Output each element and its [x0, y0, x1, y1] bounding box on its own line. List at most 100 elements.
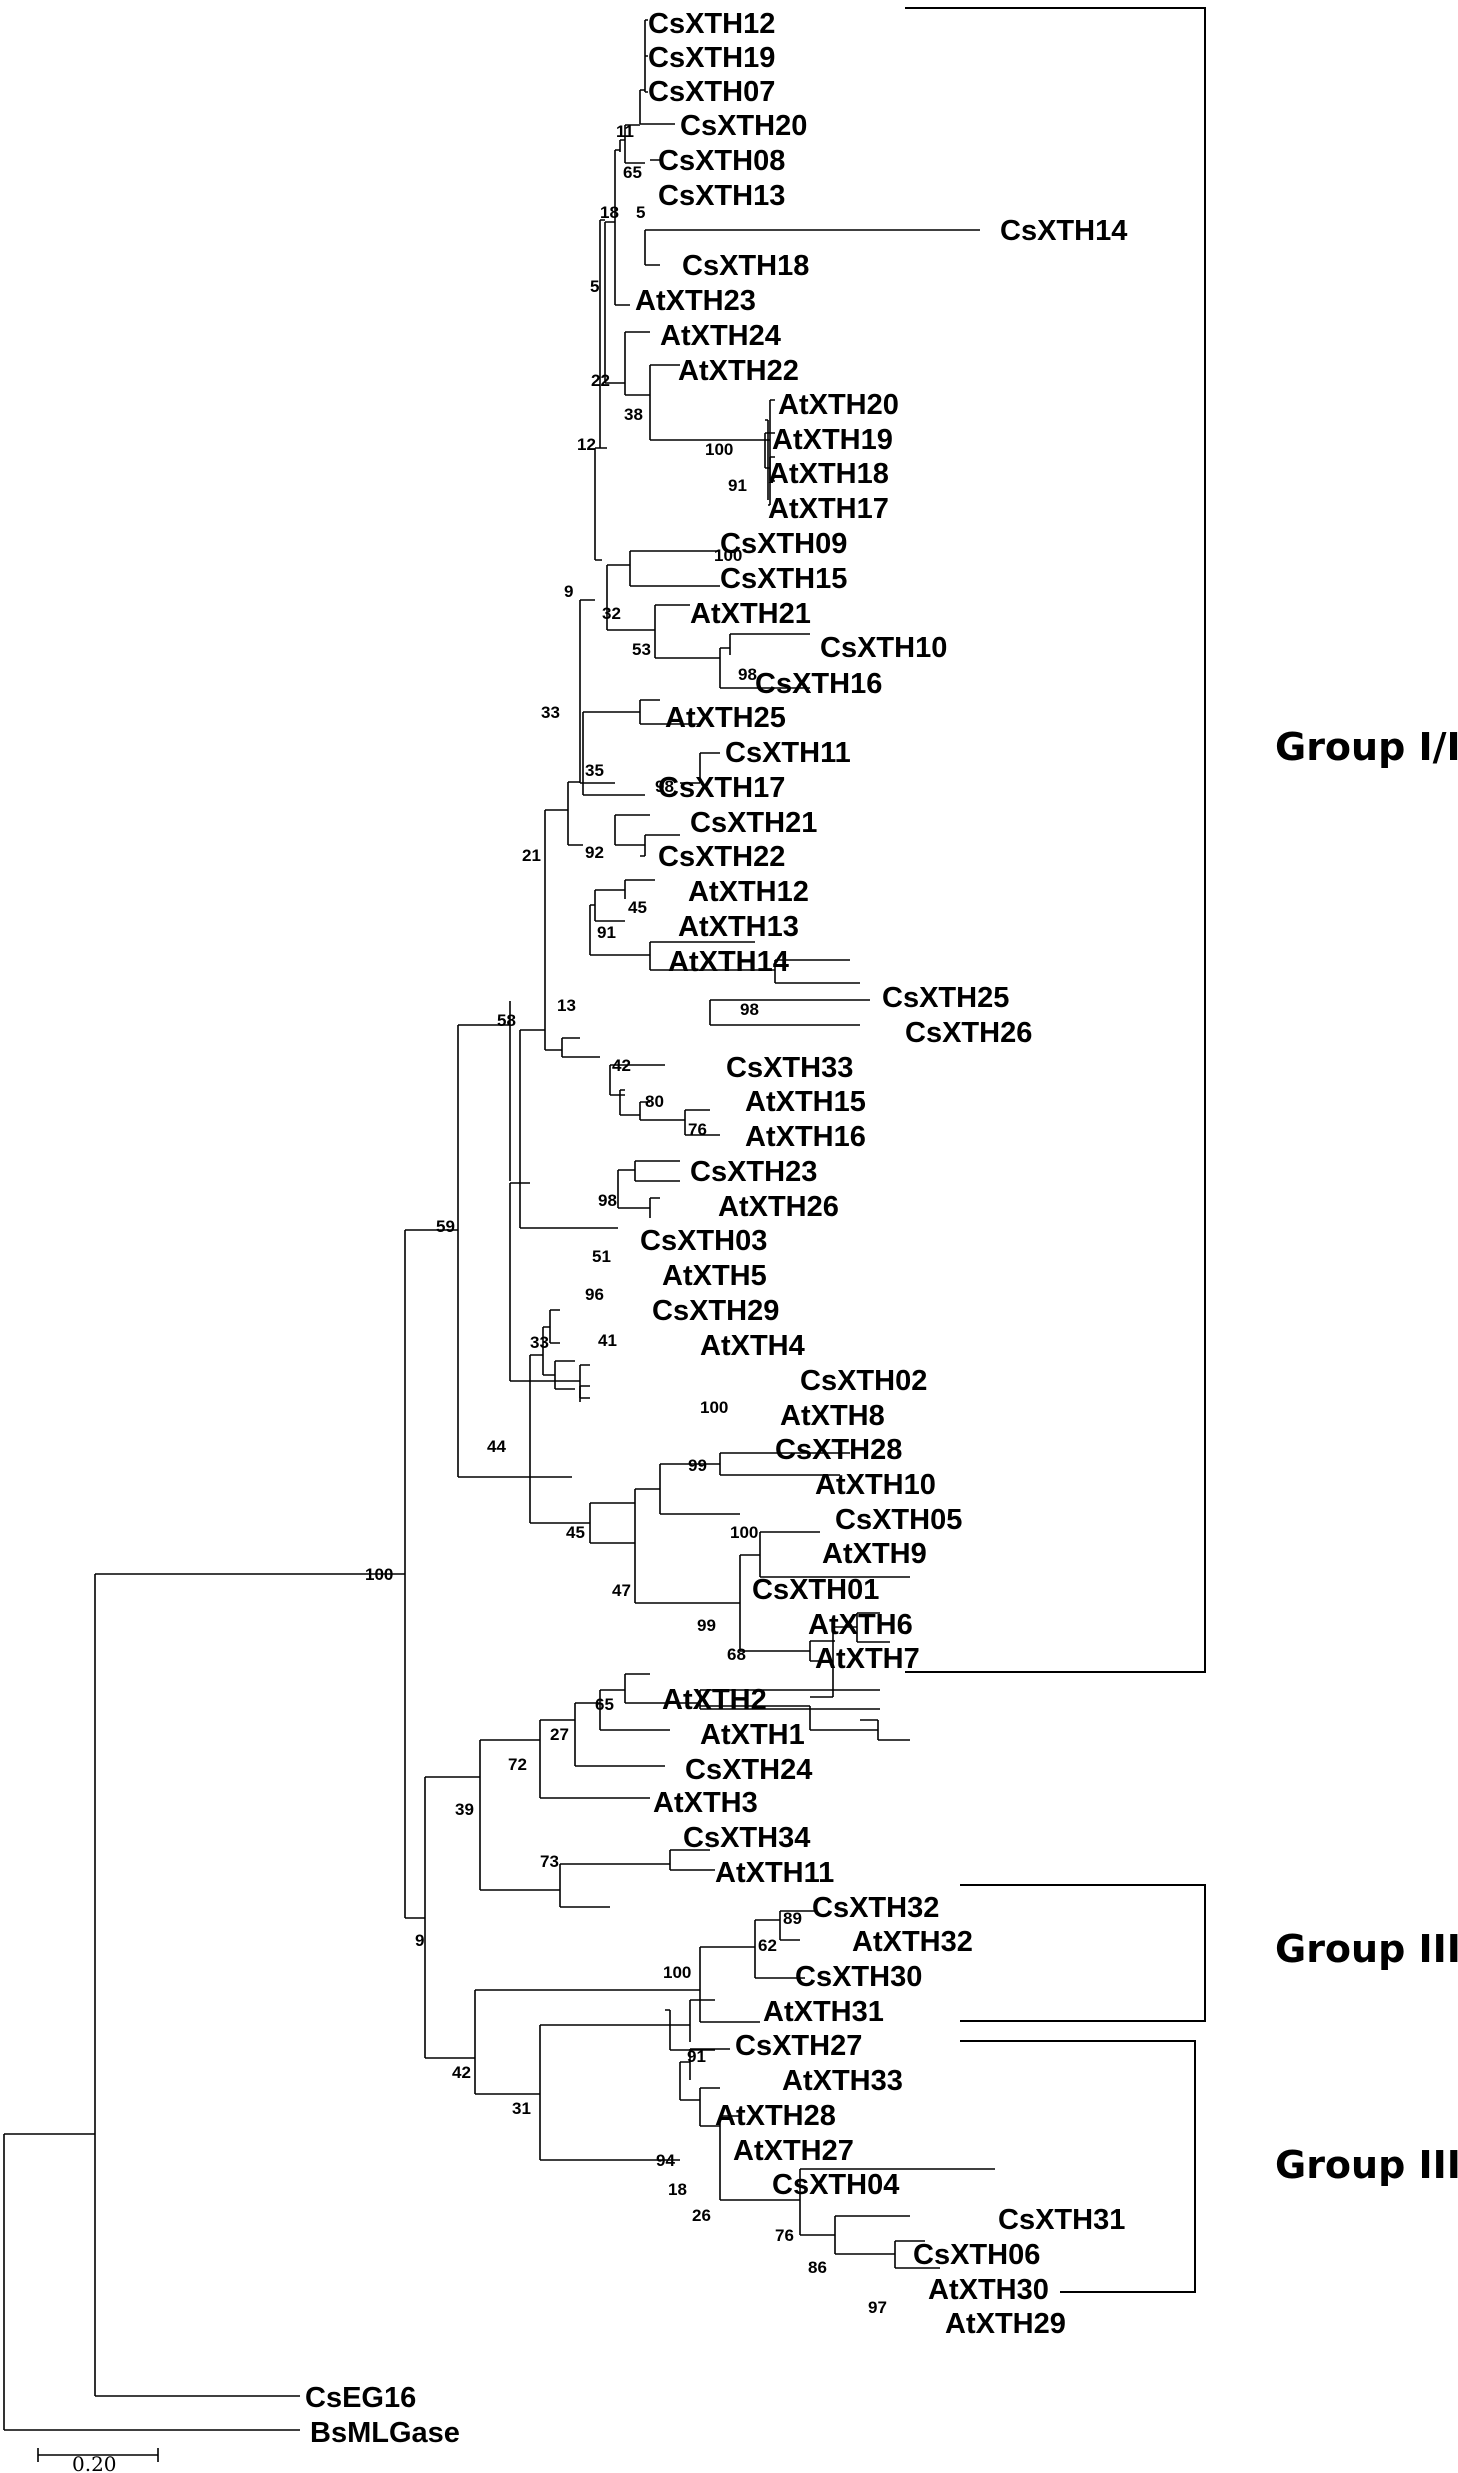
bootstrap-value: 51: [592, 1247, 611, 1266]
bootstrap-value: 45: [628, 898, 647, 917]
bootstrap-value: 18: [600, 203, 619, 222]
bootstrap-value: 13: [557, 996, 576, 1015]
bootstrap-value: 11: [616, 122, 634, 141]
bootstrap-value: 39: [455, 1800, 474, 1819]
bootstrap-value: 76: [688, 1120, 707, 1139]
leaf-label: CsXTH11: [725, 737, 851, 769]
leaf-label: AtXTH33: [782, 2065, 903, 2097]
leaf-label: AtXTH23: [635, 285, 756, 317]
leaf-label: AtXTH25: [665, 702, 786, 734]
leaf-label: CsXTH25: [882, 982, 1009, 1014]
bootstrap-value: 9: [415, 1931, 424, 1950]
leaf-label: CsXTH10: [820, 632, 947, 664]
leaf-label: AtXTH32: [852, 1926, 973, 1958]
leaf-label: CsXTH27: [735, 2030, 862, 2062]
leaf-label: CsXTH29: [652, 1295, 779, 1327]
bootstrap-value: 53: [632, 640, 651, 659]
leaf-label: CsXTH15: [720, 563, 847, 595]
leaf-label: CsXTH26: [905, 1017, 1032, 1049]
bootstrap-value: 12: [577, 435, 596, 454]
leaf-label: CsXTH34: [683, 1822, 810, 1854]
leaf-label: AtXTH28: [715, 2100, 836, 2132]
leaf-label: CsXTH17: [658, 772, 785, 804]
bootstrap-value: 86: [808, 2258, 827, 2277]
bootstrap-value: 98: [740, 1000, 759, 1019]
bootstrap-value: 92: [585, 843, 604, 862]
leaf-label: AtXTH7: [815, 1643, 920, 1675]
bootstrap-value: 80: [645, 1092, 664, 1111]
leaf-label: BsMLGase: [310, 2417, 460, 2449]
leaf-label: CsXTH16: [755, 668, 882, 700]
tree-branches: [3, 19, 995, 2431]
leaf-label: CsXTH23: [690, 1156, 817, 1188]
leaf-labels: CsXTH12 CsXTH19 CsXTH07 CsXTH20 CsXTH08 …: [305, 8, 1127, 2449]
bootstrap-value: 59: [436, 1217, 455, 1236]
leaf-label: CsXTH12: [648, 8, 775, 40]
leaf-label: CsXTH08: [658, 145, 785, 177]
bootstrap-value: 96: [585, 1285, 604, 1304]
bootstrap-value: 100: [705, 440, 733, 459]
bootstrap-value: 31: [512, 2099, 531, 2118]
bootstrap-value: 27: [550, 1725, 569, 1744]
bootstrap-value: 89: [783, 1909, 802, 1928]
leaf-label: CsXTH22: [658, 841, 785, 873]
group-label-IIIA: Group IIIA: [1275, 1927, 1458, 1971]
leaf-label: CsXTH09: [720, 528, 847, 560]
bootstrap-value: 98: [738, 665, 757, 684]
bootstrap-value: 99: [697, 1616, 716, 1635]
group-label-IIIB: Group IIIB: [1275, 2143, 1458, 2187]
leaf-label: AtXTH3: [653, 1787, 758, 1819]
leaf-label: AtXTH9: [822, 1538, 927, 1570]
leaf-label: CsXTH30: [795, 1961, 922, 1993]
bootstrap-value: 100: [663, 1963, 691, 1982]
bootstrap-value: 76: [775, 2226, 794, 2245]
bootstrap-value: 72: [508, 1755, 527, 1774]
leaf-label: AtXTH16: [745, 1121, 866, 1153]
leaf-label: CsXTH18: [682, 250, 809, 282]
bootstrap-value: 58: [497, 1011, 516, 1030]
leaf-label: CsXTH02: [800, 1365, 927, 1397]
bootstrap-value: 73: [540, 1852, 559, 1871]
bootstrap-value: 99: [688, 1456, 707, 1475]
bootstrap-value: 21: [522, 846, 541, 865]
bootstrap-value: 42: [452, 2063, 471, 2082]
scale-bar-label: 0.20: [72, 2452, 117, 2473]
leaf-label: CsXTH19: [648, 42, 775, 74]
leaf-label: CsXTH07: [648, 76, 775, 108]
leaf-label: AtXTH22: [678, 355, 799, 387]
leaf-label: AtXTH1: [700, 1719, 805, 1751]
bootstrap-value: 35: [585, 761, 604, 780]
leaf-label: CsXTH05: [835, 1504, 962, 1536]
group-label-I-II: Group I/II: [1275, 725, 1458, 769]
leaf-label: CsXTH06: [913, 2239, 1040, 2271]
bootstrap-value: 91: [687, 2047, 706, 2066]
bootstrap-value: 41: [598, 1331, 617, 1350]
leaf-label: AtXTH29: [945, 2308, 1066, 2340]
leaf-label: AtXTH30: [928, 2274, 1049, 2306]
bootstrap-value: 44: [487, 1437, 506, 1456]
leaf-label: AtXTH31: [763, 1996, 884, 2028]
bootstrap-value: 33: [530, 1333, 549, 1352]
bootstrap-value: 42: [612, 1056, 631, 1075]
leaf-label: AtXTH18: [768, 458, 889, 490]
leaf-label: AtXTH12: [688, 876, 809, 908]
bootstrap-value: 100: [700, 1398, 728, 1417]
bootstrap-value: 65: [595, 1695, 614, 1714]
leaf-label: AtXTH4: [700, 1330, 805, 1362]
leaf-label: CsXTH24: [685, 1754, 812, 1786]
bootstrap-value: 62: [758, 1936, 777, 1955]
leaf-label: AtXTH11: [715, 1857, 834, 1889]
leaf-label: AtXTH10: [815, 1469, 936, 1501]
bootstrap-value: 97: [868, 2298, 887, 2317]
leaf-label: CsXTH21: [690, 807, 817, 839]
bootstrap-value: 65: [623, 163, 642, 182]
leaf-label: CsXTH32: [812, 1892, 939, 1924]
bootstrap-values: 11 65 5 18 5 22 38 100 91 12 100 32 53 9…: [365, 122, 887, 2317]
leaf-label: AtXTH17: [768, 493, 889, 525]
bootstrap-value: 100: [730, 1523, 758, 1542]
bootstrap-value: 33: [541, 703, 560, 722]
leaf-label: CsXTH31: [998, 2204, 1125, 2236]
leaf-label: AtXTH19: [772, 424, 893, 456]
